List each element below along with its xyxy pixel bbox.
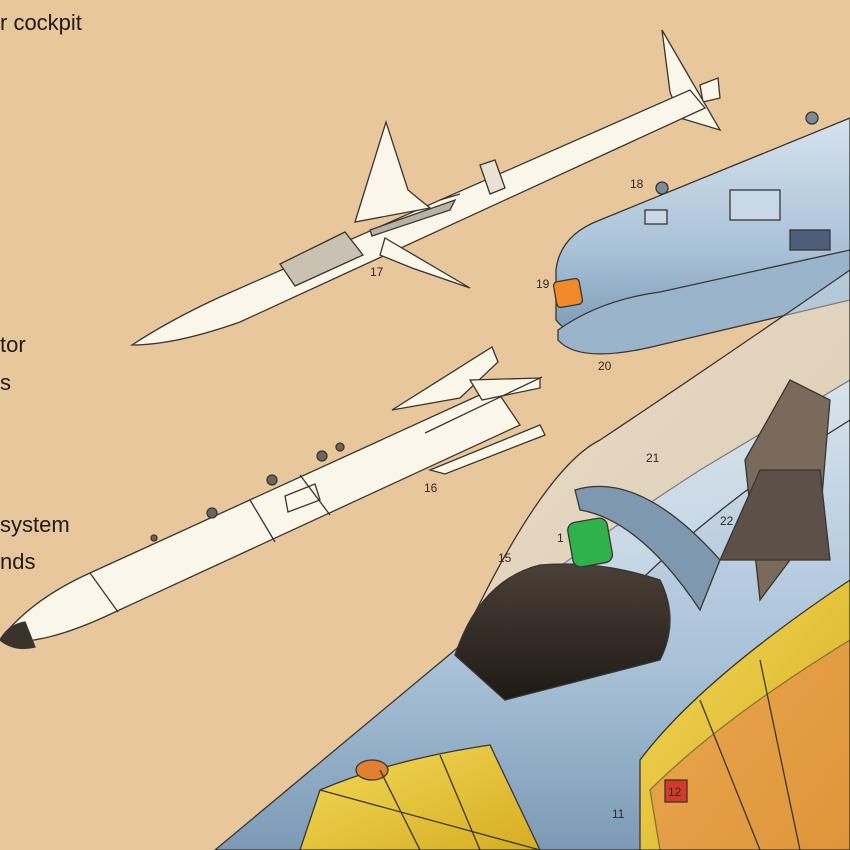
callout-15: 15 bbox=[498, 551, 512, 565]
callout-11: 11 bbox=[612, 807, 625, 821]
callout-22: 22 bbox=[720, 514, 734, 528]
callout-18: 18 bbox=[630, 177, 644, 191]
legend-fragment-nds: nds bbox=[0, 549, 36, 574]
fuselage bbox=[213, 269, 850, 850]
callout-16: 16 bbox=[424, 481, 438, 495]
callout-12: 12 bbox=[668, 785, 682, 799]
missile-17 bbox=[129, 29, 722, 346]
legend-fragment-cockpit: r cockpit bbox=[0, 10, 82, 35]
callout-21: 21 bbox=[646, 451, 660, 465]
legend-fragment-s: s bbox=[0, 370, 11, 395]
missile-16 bbox=[0, 346, 546, 650]
callout-19: 19 bbox=[536, 277, 550, 291]
legend-fragment-system: system bbox=[0, 512, 70, 537]
sensor-pod bbox=[552, 111, 850, 355]
callout-20: 20 bbox=[598, 359, 612, 373]
legend-fragment-tor: tor bbox=[0, 332, 26, 357]
callout-1: 1 bbox=[557, 531, 564, 545]
callout-17: 17 bbox=[370, 265, 384, 279]
